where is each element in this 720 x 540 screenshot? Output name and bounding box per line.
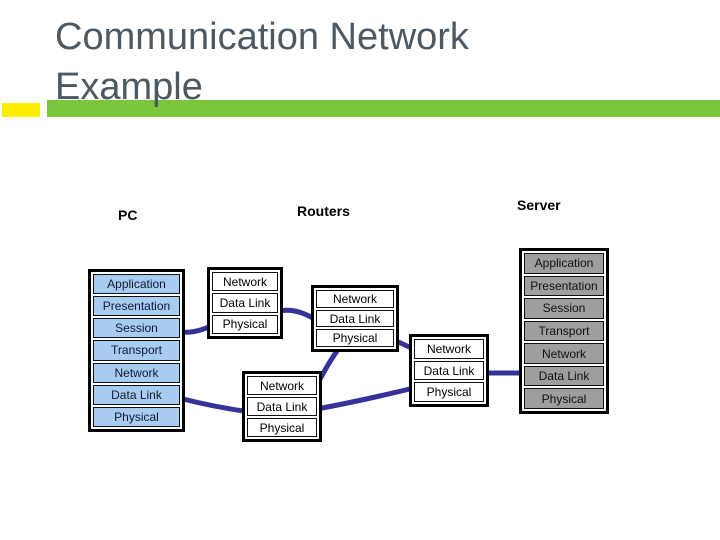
router2-layer-physical: Physical <box>316 329 394 348</box>
link-router2-router3 <box>316 345 342 384</box>
server-stack: Application Presentation Session Transpo… <box>519 248 609 414</box>
pc-layer-presentation: Presentation <box>93 296 180 317</box>
server-label: Server <box>517 197 561 213</box>
router4-layer-data-link: Data Link <box>414 360 484 381</box>
router2-layer-network: Network <box>316 290 394 308</box>
slide-title: Communication Network Example <box>55 16 469 108</box>
router3-layer-data-link: Data Link <box>247 397 317 416</box>
pc-layer-transport: Transport <box>93 340 180 361</box>
pc-layer-session: Session <box>93 318 180 339</box>
yellow-accent-bar <box>2 103 40 117</box>
router1-layer-network: Network <box>212 272 278 292</box>
pc-layer-application: Application <box>93 274 180 295</box>
pc-layer-network: Network <box>93 362 180 383</box>
router3-layer-network: Network <box>247 376 317 395</box>
server-layer-presentation: Presentation <box>524 275 604 297</box>
server-layer-session: Session <box>524 298 604 319</box>
router1-stack: Network Data Link Physical <box>207 267 283 339</box>
router2-stack: Network Data Link Physical <box>311 285 399 352</box>
router4-layer-physical: Physical <box>414 382 484 403</box>
router1-layer-data-link: Data Link <box>212 293 278 313</box>
router3-stack: Network Data Link Physical <box>242 371 322 442</box>
server-layer-physical: Physical <box>524 388 604 410</box>
router1-layer-physical: Physical <box>212 314 278 334</box>
router3-layer-physical: Physical <box>247 418 317 437</box>
link-router3-router4 <box>314 384 421 412</box>
link-pc-router3 <box>176 395 253 415</box>
router4-stack: Network Data Link Physical <box>409 334 489 407</box>
pc-label: PC <box>118 207 138 223</box>
pc-layer-physical: Physical <box>93 406 180 427</box>
server-layer-network: Network <box>524 343 604 364</box>
routers-label: Routers <box>297 203 350 219</box>
pc-stack: Application Presentation Session Transpo… <box>88 269 185 432</box>
router2-layer-data-link: Data Link <box>316 309 394 328</box>
pc-layer-data-link: Data Link <box>93 384 180 405</box>
router4-layer-network: Network <box>414 339 484 359</box>
server-layer-transport: Transport <box>524 320 604 342</box>
server-layer-application: Application <box>524 253 604 274</box>
title-underline-bar <box>47 100 720 117</box>
server-layer-data-link: Data Link <box>524 365 604 387</box>
